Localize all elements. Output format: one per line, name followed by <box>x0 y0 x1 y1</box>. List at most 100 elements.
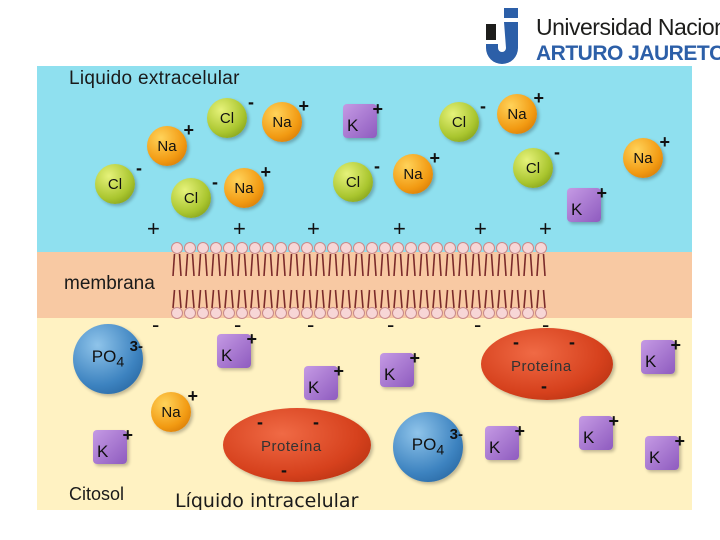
lipid-tail <box>393 289 397 309</box>
lipid-head <box>197 242 209 254</box>
lipid-tail <box>419 253 423 277</box>
lipid-head <box>210 307 222 319</box>
lipid-head <box>275 242 287 254</box>
sodium-ion: Na+ <box>497 88 544 134</box>
lipid-tail <box>276 253 280 277</box>
membrane-charge-minus: - <box>542 312 550 337</box>
lipid-tail <box>198 253 202 277</box>
lipid-head <box>249 242 261 254</box>
potassium-ion: K+ <box>485 421 525 460</box>
lipid-tail <box>198 289 202 309</box>
lipid-head <box>444 307 456 319</box>
lipid-tail <box>328 253 332 277</box>
intracellular-label: Líquido intracelular <box>175 490 359 510</box>
lipid-tail <box>230 253 234 277</box>
lipid-tail <box>503 253 507 277</box>
lipid-tail <box>347 289 351 309</box>
lipid-tail <box>451 253 455 277</box>
lipid-head <box>314 242 326 254</box>
lipid-tail <box>484 289 488 309</box>
lipid-tail <box>289 253 293 277</box>
lipid-head <box>457 307 469 319</box>
lipid-tail <box>464 253 468 277</box>
lipid-tail <box>282 253 286 277</box>
lipid-tail <box>347 253 351 277</box>
lipid-tail <box>523 253 527 277</box>
chloride-ion: Cl- <box>207 92 254 138</box>
lipid-head <box>496 307 508 319</box>
potassium-ion: K+ <box>304 361 344 400</box>
lipid-head <box>223 242 235 254</box>
lipid-head <box>223 307 235 319</box>
logo-mark-icon <box>486 8 518 64</box>
lipid-tail <box>373 253 377 277</box>
lipid-tail <box>516 253 520 277</box>
lipid-tail <box>321 253 325 277</box>
membrane-charge-minus: - <box>152 312 160 337</box>
sodium-ion: Na+ <box>393 148 440 194</box>
lipid-tail <box>237 289 241 309</box>
lipid-head <box>509 307 521 319</box>
lipid-head <box>288 307 300 319</box>
lipid-tail <box>308 253 312 277</box>
lipid-head <box>522 307 534 319</box>
lipid-head <box>171 242 183 254</box>
lipid-bilayer <box>171 242 547 319</box>
lipid-tail <box>380 253 384 277</box>
lipid-tail <box>243 253 247 277</box>
lipid-head <box>431 307 443 319</box>
lipid-tail <box>497 253 501 277</box>
lipid-head <box>509 242 521 254</box>
chloride-ion: Cl- <box>439 96 486 142</box>
lipid-tail <box>536 253 540 277</box>
lipid-tail <box>263 253 267 277</box>
potassium-ion: K+ <box>579 411 619 450</box>
lipid-head <box>444 242 456 254</box>
lipid-tail <box>503 289 507 309</box>
membrane-charge-minus: - <box>234 312 242 337</box>
lipid-tail <box>217 253 221 277</box>
lipid-tail <box>412 289 416 309</box>
lipid-head <box>184 242 196 254</box>
lipid-tail <box>243 289 247 309</box>
lipid-head <box>457 242 469 254</box>
lipid-tail <box>295 253 299 277</box>
lipid-head <box>535 242 547 254</box>
lipid-tail <box>477 253 481 277</box>
lipid-tail <box>471 253 475 277</box>
potassium-ion: K+ <box>641 335 681 374</box>
sodium-ion: Na+ <box>147 120 194 166</box>
lipid-head <box>262 242 274 254</box>
lipid-tail <box>386 253 390 277</box>
sodium-ion: Na+ <box>623 132 670 178</box>
lipid-tail <box>256 289 260 309</box>
lipid-tail <box>464 289 468 309</box>
protein-label: Proteína <box>511 358 572 375</box>
lipid-head <box>535 307 547 319</box>
lipid-tail <box>360 289 364 309</box>
lipid-head <box>301 307 313 319</box>
lipid-tail <box>490 289 494 309</box>
lipid-head <box>366 242 378 254</box>
lipid-tail <box>432 289 436 309</box>
membrane-charge-plus: + <box>539 216 552 241</box>
university-logo: Universidad Nacional ARTURO JAURETCHE <box>480 4 720 66</box>
lipid-head <box>236 307 248 319</box>
lipid-head <box>171 307 183 319</box>
membrane-zone <box>37 252 692 318</box>
lipid-head <box>353 242 365 254</box>
lipid-head <box>301 242 313 254</box>
lipid-tail <box>302 289 306 309</box>
lipid-head <box>340 242 352 254</box>
lipid-tail <box>477 289 481 309</box>
lipid-head <box>379 242 391 254</box>
lipid-tail <box>386 289 390 309</box>
extracellular-label: Liquido extracelular <box>69 68 240 89</box>
lipid-tail <box>406 253 410 277</box>
lipid-head <box>392 307 404 319</box>
lipid-tail <box>360 253 364 277</box>
membrane-charge-minus: - <box>387 312 395 337</box>
lipid-tail <box>230 289 234 309</box>
lipid-tail <box>302 253 306 277</box>
lipid-tail <box>523 289 527 309</box>
